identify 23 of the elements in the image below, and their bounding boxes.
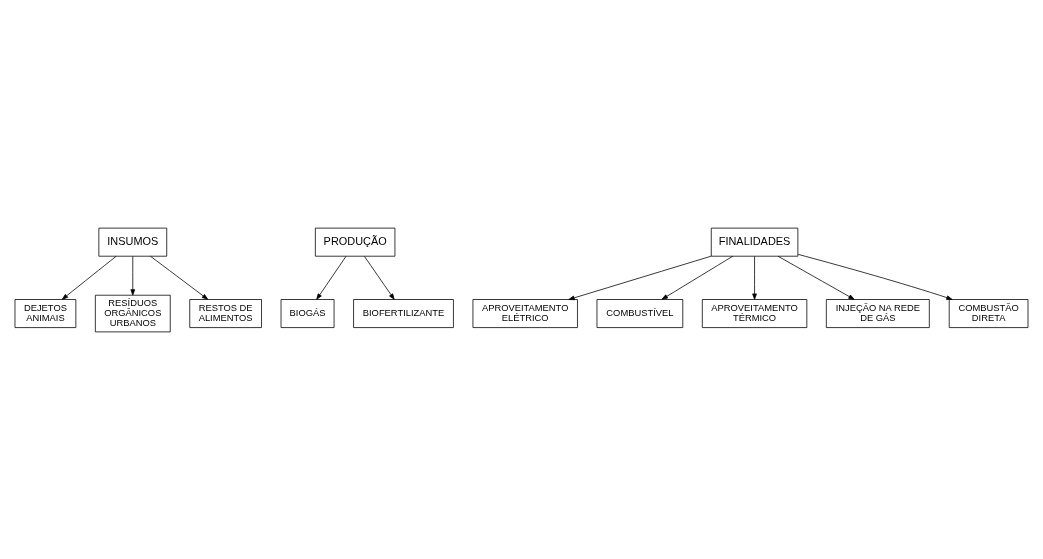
node-box: BIOGÁS xyxy=(280,298,335,328)
node-box: BIOFERTILIZANTE xyxy=(353,298,454,328)
arrow xyxy=(777,255,855,300)
arrow xyxy=(316,255,347,300)
node-box: APROVEITAMENTO ELÉTRICO xyxy=(472,298,578,328)
arrow xyxy=(130,255,136,295)
node-box: FINALIDADES xyxy=(710,227,799,257)
node-box: DEJETOS ANIMAIS xyxy=(14,298,77,328)
node-box: APROVEITAMENTO TÉRMICO xyxy=(701,298,808,328)
arrow xyxy=(61,255,117,300)
arrow xyxy=(797,253,953,300)
node-box: RESTOS DE ALIMENTOS xyxy=(189,298,262,328)
node-box: RESÍDUOS ORGÂNICOS URBANOS xyxy=(94,294,171,332)
node-box: INJEÇÃO NA REDE DE GÁS xyxy=(825,298,930,328)
node-box: COMBUSTÃO DIRETA xyxy=(948,298,1029,328)
node-box: INSUMOS xyxy=(98,227,168,257)
node-box: PRODUÇÃO xyxy=(314,227,396,257)
arrow xyxy=(661,255,734,300)
node-box: COMBUSTÍVEL xyxy=(596,298,684,328)
arrow xyxy=(150,255,209,300)
arrow xyxy=(364,255,395,300)
arrow xyxy=(568,255,712,300)
arrow xyxy=(752,255,757,300)
